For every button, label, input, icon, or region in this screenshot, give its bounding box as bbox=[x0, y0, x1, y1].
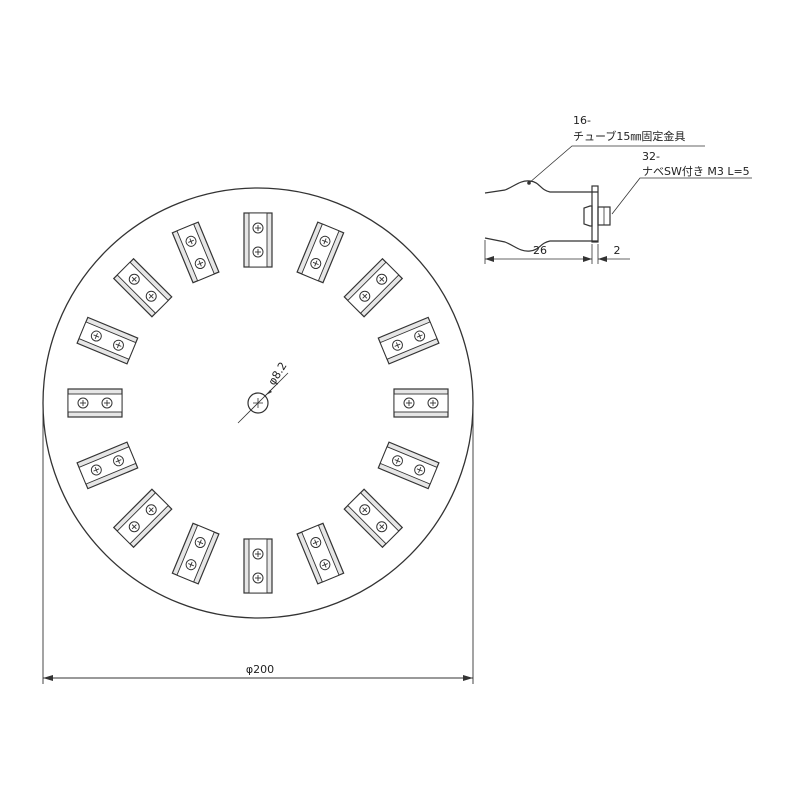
clip-3 bbox=[343, 257, 404, 318]
clip-13 bbox=[67, 388, 123, 418]
side-dimension-lines bbox=[484, 240, 630, 264]
part-32-name: ナベSW付き M3 L=5 bbox=[642, 165, 750, 178]
clip-11 bbox=[112, 488, 173, 549]
part-32-number: 32- bbox=[642, 150, 660, 163]
clip-12 bbox=[76, 441, 139, 490]
clip-7 bbox=[343, 488, 404, 549]
dim-arrow bbox=[583, 256, 592, 262]
clip-1 bbox=[243, 212, 273, 268]
clip-9 bbox=[243, 538, 273, 594]
diameter-dimension-lines bbox=[42, 403, 474, 684]
leader-lines bbox=[528, 145, 752, 215]
clip-2 bbox=[296, 221, 345, 284]
clip-16 bbox=[171, 221, 220, 284]
clip-15 bbox=[112, 257, 173, 318]
clip-6 bbox=[377, 441, 440, 490]
center-hole bbox=[237, 372, 289, 424]
center-hole-dimension: φ8.2 bbox=[266, 360, 290, 388]
dim-arrow bbox=[598, 256, 607, 262]
clip-5 bbox=[393, 388, 449, 418]
clip-14 bbox=[76, 316, 139, 365]
length-26-label: 26 bbox=[533, 244, 547, 257]
leader-dot bbox=[527, 181, 531, 185]
clip-10 bbox=[171, 522, 220, 585]
clip-4 bbox=[377, 316, 440, 365]
thickness-2-label: 2 bbox=[614, 244, 621, 257]
clip-ring bbox=[67, 212, 449, 594]
diameter-dimension-label: φ200 bbox=[246, 663, 274, 676]
side-detail-view bbox=[484, 180, 611, 252]
clip-8 bbox=[296, 522, 345, 585]
part-16-number: 16- bbox=[573, 114, 591, 127]
part-16-name: チューブ15㎜固定金具 bbox=[573, 129, 685, 143]
dim-arrow bbox=[485, 256, 494, 262]
